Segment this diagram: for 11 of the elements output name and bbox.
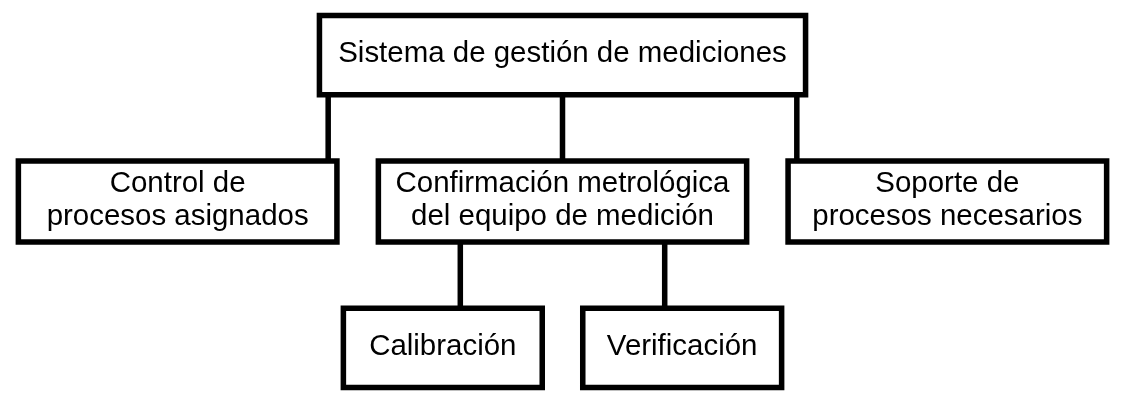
node-box: Confirmación metrológica del equipo de medición xyxy=(375,158,750,245)
node-box: Calibración xyxy=(340,305,545,391)
connector xyxy=(325,95,331,161)
node-box: Soporte de procesos necesarios xyxy=(785,158,1110,245)
node-box: Control de procesos asignados xyxy=(15,158,340,245)
connector xyxy=(457,242,464,308)
node-box: Sistema de gestión de mediciones xyxy=(316,12,809,98)
connector xyxy=(661,242,668,308)
node-box: Verificación xyxy=(580,305,785,391)
connector xyxy=(794,95,800,161)
connector xyxy=(559,95,566,161)
